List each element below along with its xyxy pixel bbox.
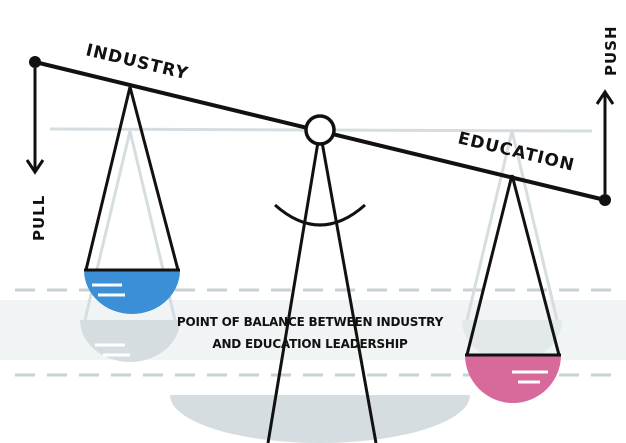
pull-arrow-icon	[25, 68, 45, 175]
push-arrow-icon	[595, 89, 615, 194]
stand-leg-right	[320, 141, 378, 443]
pivot-icon	[304, 114, 336, 146]
beam-end-right	[599, 194, 611, 206]
industry-string-left	[84, 86, 132, 271]
pull-label: PULL	[30, 195, 48, 241]
balance-caption-line-1: POINT OF BALANCE BETWEEN INDUSTRY	[176, 315, 444, 329]
education-string-right	[510, 174, 561, 356]
ghost-pan-left	[80, 320, 180, 362]
stand-arc	[274, 203, 366, 227]
stand-leg-left	[266, 141, 320, 443]
ghost-base	[170, 395, 470, 443]
beam-end-left	[29, 56, 41, 68]
balance-caption: POINT OF BALANCE BETWEEN INDUSTRY AND ED…	[130, 311, 490, 355]
balance-caption-line-2: AND EDUCATION LEADERSHIP	[212, 337, 408, 351]
ghost-pan-right	[462, 320, 562, 362]
education-pan	[465, 355, 561, 403]
industry-string-right	[128, 86, 180, 271]
education-string-left	[465, 174, 514, 356]
push-label: PUSH	[602, 25, 620, 76]
industry-pan	[84, 270, 180, 314]
